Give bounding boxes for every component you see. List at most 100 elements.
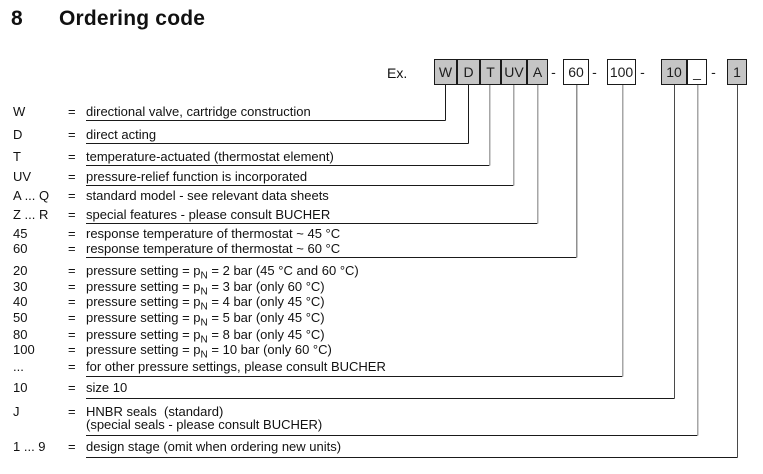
description-text: = 4 bar (only 45 °C) [207, 294, 325, 309]
code-description: response temperature of thermostat ~ 45 … [86, 226, 341, 241]
code-label: 50 [13, 310, 28, 325]
legend-row-80: 80 = pressure setting = pN = 8 bar (only… [0, 327, 763, 345]
code-description: size 10 [86, 380, 128, 395]
code-description: pressure setting = pN = 10 bar (only 60 … [86, 342, 332, 360]
equals-sign: = [68, 327, 76, 342]
code-description: temperature-actuated (thermostat element… [86, 149, 334, 164]
subscript-n: N [200, 270, 208, 282]
code-description: special features - please consult BUCHER [86, 207, 331, 222]
equals-sign: = [68, 127, 76, 142]
code-label: W [13, 104, 26, 119]
separator-dash: - [592, 64, 597, 80]
equals-sign: = [68, 294, 76, 309]
code-label: 45 [13, 226, 28, 241]
description-text: pressure setting = p [86, 327, 201, 342]
code-box-uv: UV [501, 59, 527, 85]
legend-row-w: W = directional valve, cartridge constru… [0, 104, 763, 120]
legend-row-30: 30 = pressure setting = pN = 3 bar (only… [0, 279, 763, 297]
equals-sign: = [68, 404, 76, 419]
legend-row-t: T = temperature-actuated (thermostat ele… [0, 149, 763, 165]
code-box-a: A [527, 59, 548, 85]
equals-sign: = [68, 241, 76, 256]
equals-sign: = [68, 342, 76, 357]
description-text: = 3 bar (only 60 °C) [207, 279, 325, 294]
code-box-seal: _ [687, 59, 707, 85]
code-description: HNBR seals (standard) [86, 404, 224, 419]
code-description-note: (special seals - please consult BUCHER) [86, 417, 323, 432]
legend-row-other: ... = for other pressure settings, pleas… [0, 359, 763, 375]
code-label: A ... Q [13, 188, 50, 203]
description-text: = 10 bar (only 60 °C) [207, 342, 332, 357]
section-title: Ordering code [59, 7, 206, 30]
subscript-n: N [200, 301, 208, 313]
subscript-n: N [200, 286, 208, 298]
code-description: directional valve, cartridge constructio… [86, 104, 311, 119]
legend-row-uv: UV = pressure-relief function is incorpo… [0, 169, 763, 185]
legend-row-d: D = direct acting [0, 127, 763, 143]
equals-sign: = [68, 279, 76, 294]
section-number: 8 [11, 7, 23, 30]
code-label: J [13, 404, 20, 419]
code-description: pressure setting = pN = 5 bar (only 45 °… [86, 310, 325, 328]
legend-row-100: 100 = pressure setting = pN = 10 bar (on… [0, 342, 763, 360]
subscript-n: N [200, 334, 208, 346]
code-label: 10 [13, 380, 28, 395]
code-description: pressure setting = pN = 8 bar (only 45 °… [86, 327, 325, 345]
description-text: = 2 bar (45 °C and 60 °C) [207, 263, 359, 278]
legend-row-60: 60 = response temperature of thermostat … [0, 241, 763, 257]
code-description: pressure setting = pN = 2 bar (45 °C and… [86, 263, 359, 281]
equals-sign: = [68, 169, 76, 184]
code-label: 20 [13, 263, 28, 278]
code-box-w: W [434, 59, 457, 85]
equals-sign: = [68, 149, 76, 164]
code-box-60: 60 [563, 59, 589, 85]
equals-sign: = [68, 226, 76, 241]
equals-sign: = [68, 439, 76, 454]
code-label: T [13, 149, 21, 164]
subscript-n: N [200, 349, 208, 361]
description-text: pressure setting = p [86, 342, 201, 357]
code-box-10: 10 [661, 59, 687, 85]
code-label: 60 [13, 241, 28, 256]
description-text: pressure setting = p [86, 263, 201, 278]
code-label: 1 ... 9 [13, 439, 46, 454]
code-box-1: 1 [727, 59, 747, 85]
legend-row-zr: Z ... R = special features - please cons… [0, 207, 763, 223]
description-text: = 8 bar (only 45 °C) [207, 327, 325, 342]
legend-row-aq: A ... Q = standard model - see relevant … [0, 188, 763, 204]
description-text: pressure setting = p [86, 310, 201, 325]
code-description: design stage (omit when ordering new uni… [86, 439, 342, 454]
equals-sign: = [68, 207, 76, 222]
separator-dash: - [551, 64, 556, 80]
code-label: Z ... R [13, 207, 49, 222]
equals-sign: = [68, 188, 76, 203]
legend-row-size: 10 = size 10 [0, 380, 763, 396]
description-text: = 5 bar (only 45 °C) [207, 310, 325, 325]
legend-row-seals: J = HNBR seals (standard) [0, 404, 763, 420]
code-description: direct acting [86, 127, 157, 142]
code-label: D [13, 127, 23, 142]
code-label: 40 [13, 294, 28, 309]
code-label: 30 [13, 279, 28, 294]
legend-row-45: 45 = response temperature of thermostat … [0, 226, 763, 242]
description-text: pressure setting = p [86, 279, 201, 294]
equals-sign: = [68, 380, 76, 395]
code-label: 100 [13, 342, 35, 357]
code-description: for other pressure settings, please cons… [86, 359, 386, 374]
legend-row-40: 40 = pressure setting = pN = 4 bar (only… [0, 294, 763, 312]
code-description: pressure setting = pN = 4 bar (only 45 °… [86, 294, 325, 312]
code-box-100: 100 [607, 59, 636, 85]
equals-sign: = [68, 310, 76, 325]
code-box-t: T [480, 59, 501, 85]
code-description: response temperature of thermostat ~ 60 … [86, 241, 341, 256]
code-description: pressure setting = pN = 3 bar (only 60 °… [86, 279, 325, 297]
code-label: 80 [13, 327, 28, 342]
description-text: pressure setting = p [86, 294, 201, 309]
code-label: ... [13, 359, 24, 374]
separator-dash: - [640, 64, 645, 80]
legend-row-seals-note: (special seals - please consult BUCHER) [0, 417, 763, 433]
legend-row-design-stage: 1 ... 9 = design stage (omit when orderi… [0, 439, 763, 455]
code-description: standard model - see relevant data sheet… [86, 188, 329, 203]
separator-dash: - [711, 64, 716, 80]
